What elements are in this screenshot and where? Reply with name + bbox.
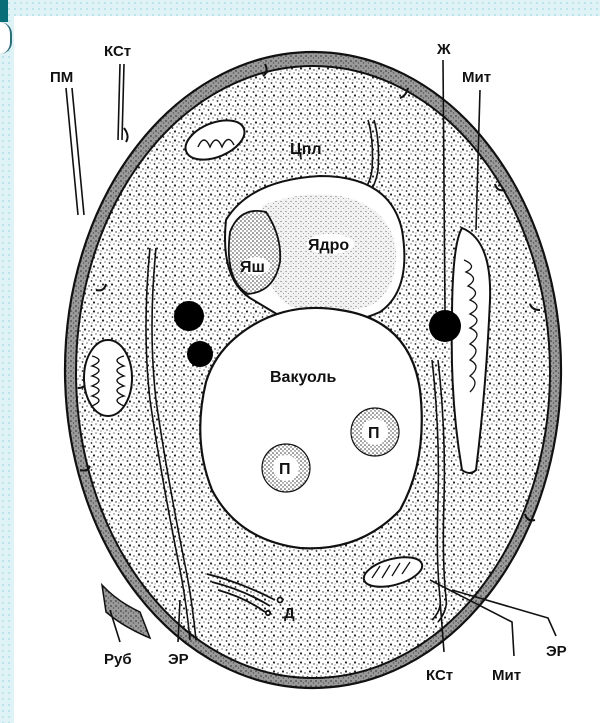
label-yash: Яш [240,259,265,276]
label-d: Д [284,605,295,622]
label-mit-top: Мит [462,69,491,86]
label-rub: Руб [104,651,132,668]
lipid-droplet-3 [429,310,461,342]
label-mit-bottom: Мит [492,667,521,684]
label-er-right: ЭР [546,643,567,660]
label-kst-top: КСт [104,43,131,60]
mitochondrion-left [84,340,132,416]
label-kst-bottom: КСт [426,667,453,684]
label-zh: Ж [436,41,451,58]
label-er-bottom: ЭР [168,651,189,668]
label-p2: П [368,425,380,442]
label-pm: ПМ [50,69,73,86]
label-cpl: Цпл [290,141,322,158]
lipid-droplet-1 [174,301,204,331]
label-p1: П [279,461,291,478]
lipid-droplet-2 [187,341,213,367]
label-yadro: Ядро [308,237,349,254]
label-vakuol: Вакуоль [270,369,337,386]
